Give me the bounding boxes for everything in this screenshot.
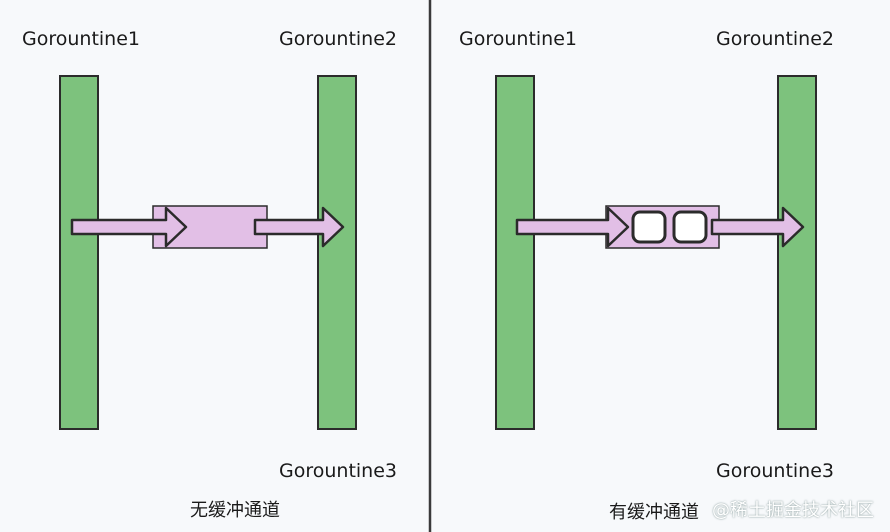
right-goroutine2-label: Gorountine2 (716, 28, 834, 50)
right-send-arrow (515, 206, 630, 248)
right-caption: 有缓冲通道 (609, 502, 699, 523)
right-goroutine1-label: Gorountine1 (459, 28, 577, 50)
left-goroutine1-label: Gorountine1 (22, 28, 140, 50)
left-goroutine1-bar (59, 75, 99, 430)
left-receive-arrow (253, 206, 345, 248)
right-receive-arrow (710, 206, 805, 248)
left-send-arrow (70, 206, 188, 248)
buffer-slot-1 (631, 210, 667, 244)
watermark: @稀土掘金技术社区 (712, 500, 874, 521)
left-goroutine2-bar (317, 75, 357, 430)
buffer-slot-2 (672, 210, 708, 244)
left-goroutine3-label: Gorountine3 (279, 460, 397, 482)
right-goroutine1-bar (495, 75, 535, 430)
left-caption: 无缓冲通道 (190, 500, 280, 521)
left-goroutine2-label: Gorountine2 (279, 28, 397, 50)
right-goroutine2-bar (777, 75, 817, 430)
right-goroutine3-label: Gorountine3 (716, 460, 834, 482)
